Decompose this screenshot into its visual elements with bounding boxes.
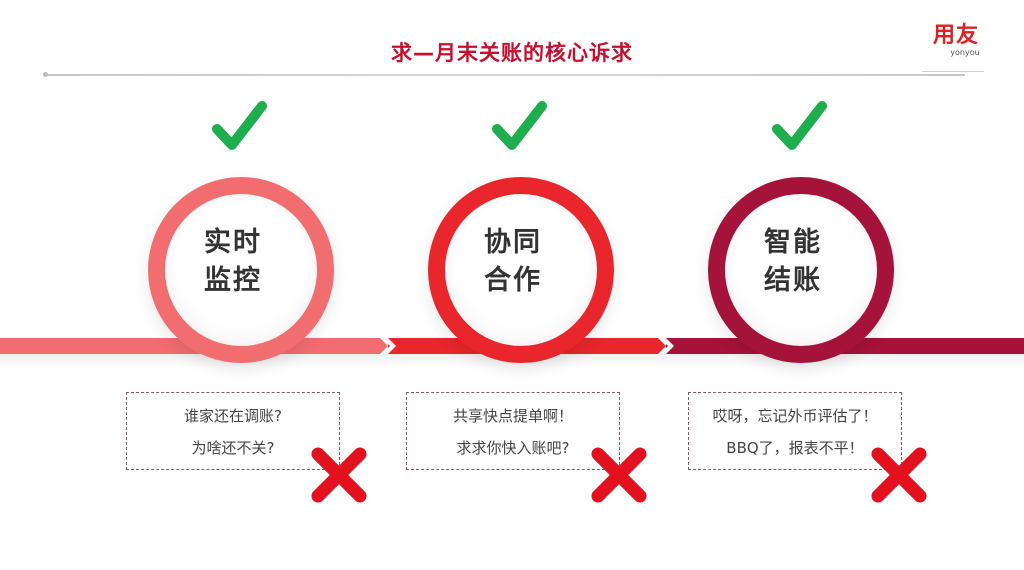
pain-point-note: 谁家还在调账? 为啥还不关? xyxy=(126,392,340,470)
logo-text-cn: 用友 xyxy=(932,23,979,48)
check-icon xyxy=(492,101,547,150)
stage-label-line2: 监控 xyxy=(204,265,262,296)
header-divider xyxy=(43,72,965,77)
page-title: 求—月末关账的核心诉求 xyxy=(391,41,633,65)
note-line1: 哎呀，忘记外币评估了！ xyxy=(712,407,878,425)
note-line2: 为啥还不关? xyxy=(191,439,275,457)
stage-ring xyxy=(148,177,334,363)
stage-label-line1: 智能 xyxy=(764,227,822,258)
note-line1: 共享快点提单啊！ xyxy=(452,407,573,425)
stage-label-line1: 协同 xyxy=(484,227,542,258)
pain-point-note: 哎呀，忘记外币评估了！ BBQ了，报表不平！ xyxy=(688,392,902,470)
cross-icon xyxy=(311,447,367,503)
cross-icon xyxy=(591,447,647,503)
stage-label-line2: 结账 xyxy=(764,265,822,296)
check-icon xyxy=(212,101,267,150)
pain-point-note: 共享快点提单啊！ 求求你快入账吧? xyxy=(406,392,620,470)
note-line1: 谁家还在调账? xyxy=(184,407,282,425)
stage-label-line1: 实时 xyxy=(204,227,262,258)
check-icon xyxy=(772,101,827,150)
stage-label-line2: 合作 xyxy=(484,265,542,296)
stage-ring xyxy=(428,177,614,363)
note-line2: 求求你快入账吧? xyxy=(456,439,570,457)
logo-text-en: yonyou xyxy=(950,48,980,57)
brand-logo: 用友 yonyou xyxy=(924,24,988,58)
cross-icon xyxy=(871,447,927,503)
header-divider-accent xyxy=(922,71,984,72)
note-line2: BBQ了，报表不平！ xyxy=(726,439,864,457)
